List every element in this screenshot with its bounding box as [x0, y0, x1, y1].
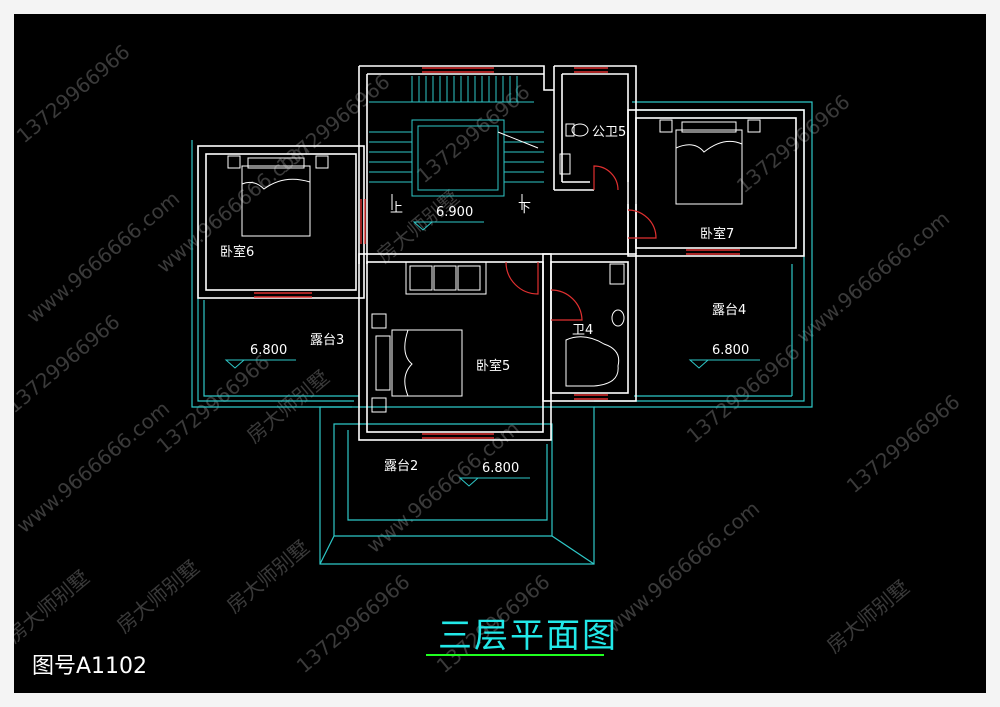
- room-label-bedroom6: 卧室6: [220, 244, 254, 260]
- watermark-brand: 房大师别墅: [112, 555, 204, 638]
- bed-bedroom5-icon: [371, 313, 463, 413]
- room-label-wc5: 公卫5: [592, 125, 626, 140]
- watermark-brand: 房大师别墅: [372, 185, 464, 268]
- watermark-phone: 13729966966: [732, 89, 855, 197]
- bed-bedroom6-icon: [227, 155, 329, 237]
- terrace-outlines: [191, 101, 813, 565]
- watermark-phone: 13729966966: [842, 389, 965, 497]
- room-label-bedroom7: 卧室7: [700, 226, 734, 242]
- floor-plan: 13729966966 13729966966 13729966966 1372…: [14, 39, 965, 677]
- watermark-phone: 13729966966: [14, 39, 134, 147]
- sofa-bedroom5-icon: [405, 261, 487, 295]
- elevation-terrace4: 6.800: [712, 343, 749, 358]
- watermark-site: www.9666666.com: [792, 206, 954, 348]
- labels: 卧室6 卧室7 卧室5 公卫5 卫4 露台3 露台2 露台4 上 下 6.900…: [220, 125, 749, 476]
- door-wc4: [550, 289, 583, 321]
- room-label-terrace2: 露台2: [384, 459, 418, 474]
- windows: [254, 67, 740, 439]
- window-bedroom6: [254, 292, 312, 298]
- watermark-brand: 房大师别墅: [822, 575, 914, 658]
- toilet-wc4-icon: [609, 263, 625, 327]
- room-label-wc4: 卫4: [572, 323, 593, 338]
- window-bedroom7: [686, 249, 740, 255]
- bathtub-wc4-icon: [565, 336, 620, 387]
- elevation-terrace2: 6.800: [482, 461, 519, 476]
- door-wc5: [593, 165, 619, 191]
- window-stair: [422, 67, 494, 73]
- furniture: [227, 119, 761, 413]
- title-underline: [426, 654, 604, 656]
- window-wc4: [574, 394, 608, 400]
- watermark-phone: 13729966966: [292, 569, 415, 677]
- door-stair-bedroom6: [360, 199, 366, 244]
- elevation-terrace3: 6.800: [250, 343, 287, 358]
- stair-down-label: 下: [518, 201, 531, 216]
- staircase: [369, 76, 544, 210]
- watermark-site: www.9666666.com: [14, 396, 174, 538]
- drawing-number: 图号A1102: [32, 654, 148, 679]
- doors: [505, 165, 657, 321]
- door-bedroom5: [505, 261, 539, 295]
- watermark-phone: 13729966966: [14, 309, 124, 417]
- watermark-brand: 房大师别墅: [14, 565, 94, 648]
- bed-bedroom7-icon: [659, 119, 761, 205]
- door-bedroom7: [627, 209, 657, 239]
- room-label-bedroom5: 卧室5: [476, 358, 510, 374]
- room-label-terrace4: 露台4: [712, 303, 746, 318]
- toilet-wc5-icon: [559, 123, 589, 175]
- stair-up-label: 上: [390, 201, 403, 216]
- plan-title: 三层平面图: [438, 616, 618, 656]
- window-wc5: [574, 67, 608, 73]
- drawing-frame: 13729966966 13729966966 13729966966 1372…: [14, 14, 986, 693]
- room-label-terrace3: 露台3: [310, 333, 344, 348]
- window-bedroom5: [422, 433, 494, 439]
- elevation-stair-hall: 6.900: [436, 205, 473, 220]
- watermark-brand: 房大师别墅: [222, 535, 314, 618]
- elevation-markers: [224, 221, 760, 487]
